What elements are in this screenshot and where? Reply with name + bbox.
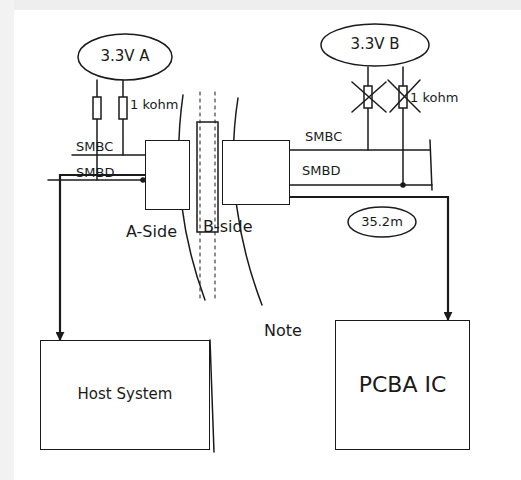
node-text: 3.3V B: [350, 36, 399, 53]
connector-guide: [215, 92, 216, 300]
signal-label: Note: [264, 322, 302, 340]
ellipse-shape: [348, 207, 416, 237]
ic-box: PCBA IC: [335, 320, 470, 450]
connector-side-box: B-side: [222, 140, 290, 205]
host-box: Host System: [40, 340, 210, 450]
signal-label: SMBD: [76, 166, 114, 180]
ellipse-shape: [321, 24, 429, 66]
smbd-wire: [290, 184, 432, 186]
signal-label: 1 kohm: [130, 98, 178, 112]
signal-label: 1 kohm: [410, 91, 458, 105]
node-text: 3.3V A: [100, 48, 149, 65]
cross-out: [352, 82, 386, 112]
pullup-wire: [96, 80, 98, 180]
connector-guide: [200, 92, 201, 300]
length-ellipse: 35.2m: [347, 206, 417, 238]
supply-ellipse: 3.3V A: [77, 33, 173, 81]
node-text: 35.2m: [361, 215, 403, 230]
connector-side-box: A-Side: [145, 140, 190, 210]
flow-arrow: [60, 175, 145, 340]
signal-label: SMBC: [76, 140, 113, 154]
supply-ellipse: 3.3V B: [320, 23, 430, 67]
signal-label: SMBC: [305, 130, 342, 144]
signal-label: SMBD: [302, 164, 340, 178]
cross-out: [352, 82, 386, 112]
wire-dot: [401, 183, 405, 187]
flow-arrow: [290, 197, 448, 320]
smbc-wire: [72, 154, 145, 156]
node-text: B-side: [203, 218, 253, 236]
smbc-wire: [290, 149, 430, 151]
pullup-wire: [402, 67, 404, 185]
page-edge: [0, 0, 521, 10]
page-edge: [0, 0, 14, 480]
node-text: A-Side: [126, 223, 177, 241]
box-shadow-line: [210, 340, 214, 452]
node-text: PCBA IC: [359, 372, 447, 397]
resistor-symbol: [93, 97, 101, 119]
node-text: Host System: [78, 386, 173, 403]
bus-end: [430, 140, 432, 190]
resistor-symbol: [119, 97, 127, 119]
ellipse-shape: [78, 34, 172, 80]
